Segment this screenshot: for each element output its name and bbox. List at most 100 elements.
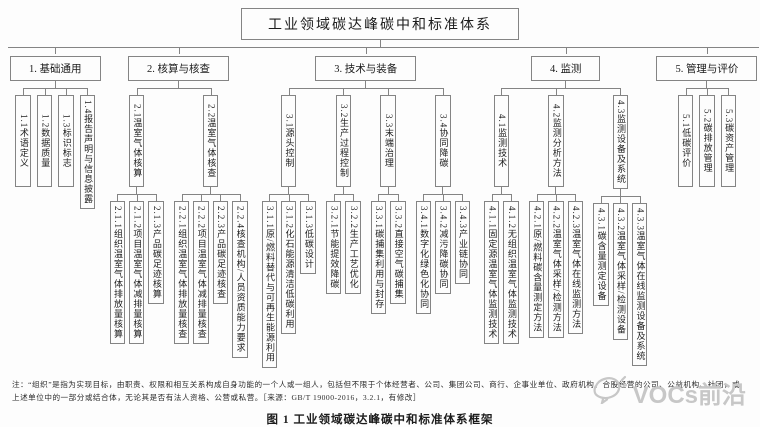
leaf-box: 3.2.1节能提效降碳	[325, 201, 342, 294]
connector-line	[54, 81, 56, 88]
tree-branch: 4.2.1原/燃料碳含量测定方法	[527, 194, 547, 338]
leaf-box: 4.3.2温室气体采样/检测设备	[612, 203, 628, 340]
tree-branch: 1.1术语定义	[12, 88, 35, 187]
connector-line	[178, 81, 180, 88]
tree-branch: 5.3碳资产管理	[717, 88, 739, 187]
leaf-box: 3.4.1数字化绿色化协同	[415, 201, 432, 314]
leaf-box: 3.1.1原/燃料替代与可再生能源利用	[261, 201, 277, 368]
category-box: 1. 基础通用	[10, 56, 101, 81]
tree-branch: 1.2数据质量	[33, 88, 56, 187]
leaf-box: 2.1.2项目温室气体减排量核算	[128, 201, 145, 344]
group-box: 2.1温室气体核算	[128, 95, 145, 187]
tree-branch: 2.1.2项目温室气体减排量核算	[126, 194, 147, 344]
leaf-box: 3.4.3产业链协同	[454, 201, 470, 284]
leaf-box: 5.2碳排放管理	[699, 95, 715, 187]
group-box: 2.2温室气体核查	[202, 95, 219, 187]
tree-branch: 3.2.2生产工艺优化	[343, 194, 362, 294]
connector-line	[379, 40, 381, 47]
tree-branch: 4.3.3温室气体在线监测设备及系统	[630, 196, 649, 367]
leaf-box: 4.1.2无组织温室气体监测技术	[503, 201, 519, 344]
tree-branch: 2.2.4核查机构/人员资质能力要求	[230, 194, 249, 358]
group-box: 4.3监测设备及系统	[612, 95, 628, 190]
watermark: VOCs前沿	[593, 374, 746, 411]
leaf-box: 4.3.3温室气体在线监测设备及系统	[632, 203, 648, 367]
tree-branch: 2.2.1组织温室气体排放量核查	[172, 194, 192, 344]
connector-line	[210, 187, 212, 194]
tree-branch: 3.1.2化石能源清洁低碳利用	[279, 194, 299, 334]
category-box: 2. 核算与核查	[128, 56, 230, 81]
leaf-box: 3.1.2化石能源清洁低碳利用	[281, 201, 297, 334]
leaf-box: 1.3标识标志	[58, 95, 74, 187]
leaf-box: 4.2.3温室气体在线监测方法	[567, 201, 584, 334]
tree-branch: 4.2.2温室气体采样/检测方法	[546, 194, 567, 338]
watermark-text: VOCs前沿	[632, 382, 746, 409]
tree-branch: 4.1.1固定源温室气体监测技术	[482, 194, 502, 344]
tree-branch: 2.1.1组织温室气体排放量核算	[108, 194, 128, 344]
megaphone-icon	[593, 374, 633, 411]
group-box: 3.1源头控制	[281, 95, 297, 187]
leaf-box: 3.3.2直接空气碳捕集	[390, 201, 406, 304]
category-box: 4. 监测	[530, 56, 601, 81]
leaf-box: 2.2.3产品碳足迹核查	[212, 201, 229, 304]
leaf-box: 2.1.1组织温室气体排放量核算	[109, 201, 125, 344]
tree-branch: 3.3.2直接空气碳捕集	[388, 194, 407, 304]
tree-branch: 1.4报告声明与信息披露	[76, 88, 98, 210]
tree-branch: 4.3.1碳含量测定设备	[591, 196, 612, 307]
diagram-title-box: 工业领域碳达峰碳中和标准体系	[241, 8, 519, 40]
connector-line	[565, 81, 567, 88]
connector-line	[619, 189, 621, 197]
tree-branch: 3.4.2减污降碳协同	[433, 194, 453, 294]
connector-line	[136, 187, 138, 194]
tree-branch: 3.1.1原/燃料替代与可再生能源利用	[260, 194, 280, 368]
tree-branch: 4.3.2温室气体采样/检测设备	[610, 196, 631, 340]
tree-branch: 3.4.3产业链协同	[452, 194, 472, 284]
group-box: 3.3末端治理	[380, 95, 396, 187]
group-box: 3.2生产过程控制	[335, 95, 352, 187]
connector-line	[500, 187, 502, 194]
tree-branch: 3.4.1数字化绿色化协同	[414, 194, 434, 314]
group-box: 4.1监测技术	[493, 95, 510, 187]
connector-line	[555, 187, 557, 194]
group-box: 3.4协同降碳	[435, 95, 451, 187]
leaf-box: 1.1术语定义	[15, 95, 31, 187]
tree-branch: 4.1.2无组织温室气体监测技术	[501, 194, 520, 344]
tree-branch: 3.3.1碳捕集利用与封存	[369, 194, 389, 314]
connector-line	[288, 187, 290, 194]
footnote-text: 注：“组织”是指为实现目标，由职责、权限和相互关系构成自身功能的一个人或一组人，…	[12, 379, 741, 403]
leaf-box: 4.2.1原/燃料碳含量测定方法	[528, 201, 545, 338]
leaf-box: 4.2.2温室气体采样/检测方法	[548, 201, 564, 338]
connector-line	[706, 81, 708, 88]
connector-line	[365, 81, 367, 88]
leaf-box: 2.1.3产品碳足迹核算	[148, 201, 164, 304]
standard-system-tree: 工业领域碳达峰碳中和标准体系 1. 基础通用 1.1术语定义 1.2数据质量 1.3标识…	[8, 6, 760, 368]
tree-branch: 3.2.1节能提效降碳	[324, 194, 344, 294]
tree-branch: 4.2.3温室气体在线监测方法	[565, 194, 585, 334]
leaf-box: 3.1.3低碳设计	[300, 201, 316, 274]
category-box: 3. 技术与装备	[315, 56, 417, 81]
leaf-box: 3.3.1碳捕集利用与封存	[370, 201, 387, 314]
tree-branch: 5.1低碳评价	[675, 88, 697, 187]
tree-branch: 3.1.3低碳设计	[298, 194, 317, 274]
leaf-box: 2.2.2项目温室气体减排量核查	[193, 201, 209, 344]
leaf-box: 1.2数据质量	[36, 95, 53, 187]
group-box: 4.2监测分析方法	[548, 95, 564, 187]
tree-branch: 1.3标识标志	[55, 88, 78, 187]
leaf-box: 4.1.1固定源温室气体监测技术	[483, 201, 500, 344]
leaf-box: 2.2.4核查机构/人员资质能力要求	[232, 201, 248, 358]
tree-branch: 2.2.2项目温室气体减排量核查	[191, 194, 212, 344]
category-box: 5. 管理与评价	[656, 56, 758, 81]
